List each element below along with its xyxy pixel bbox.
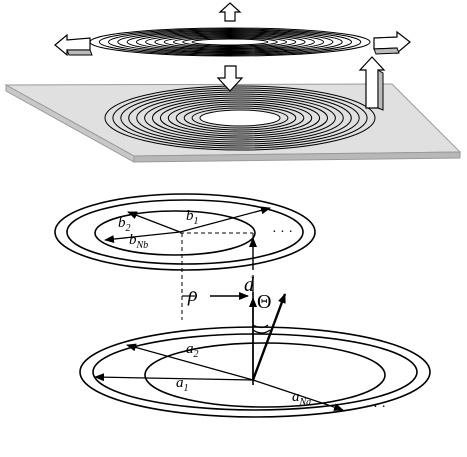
coil-turn	[120, 89, 360, 147]
coil-turn	[112, 87, 368, 149]
normal-vector	[251, 293, 287, 381]
coil-turn	[175, 103, 305, 133]
b2-arrow	[127, 211, 181, 233]
down-arrow-icon	[216, 65, 244, 92]
label-bNb: bNb	[129, 232, 148, 251]
label-aNa: aNa	[292, 389, 311, 408]
bNb-arrow	[104, 231, 181, 244]
coil-turn	[152, 97, 328, 139]
guide-lines	[180, 232, 254, 320]
coil-turn	[126, 31, 334, 53]
upper-radius-arrows	[104, 206, 271, 244]
up-arrow-icon	[218, 2, 242, 22]
coil-turn	[159, 99, 321, 137]
label-theta: Θ	[257, 291, 271, 313]
coil-turn	[199, 109, 281, 127]
coil-turn	[128, 91, 352, 145]
coil-turn	[191, 38, 269, 46]
lift-arrow-icon	[358, 56, 386, 111]
label-b1: b1	[186, 208, 199, 227]
theta-arc-2	[252, 329, 271, 334]
left-arrow-icon	[54, 33, 93, 57]
right-arrow-icon	[373, 30, 411, 55]
dots-bottom: · · ·	[365, 400, 386, 415]
label-a2: a2	[186, 341, 199, 360]
coil-turn	[135, 32, 325, 52]
lower-coil	[79, 326, 431, 418]
coil-turn	[182, 37, 278, 47]
coil-turn	[144, 95, 336, 141]
label-d: d	[244, 274, 255, 296]
coil-turn	[136, 93, 344, 143]
dots-top: · · ·	[272, 225, 293, 240]
coil-turn	[98, 28, 362, 56]
planar-coil-on-plate	[104, 85, 376, 151]
coil-turn	[104, 85, 376, 151]
label-a1: a1	[176, 375, 189, 394]
upper-coil	[54, 193, 316, 271]
a1-arrow	[94, 373, 254, 382]
aNa-arrow	[252, 379, 344, 411]
label-b2: b2	[118, 215, 131, 234]
theta-arc	[252, 324, 269, 329]
coil-turn	[154, 34, 306, 50]
planar-coil-floating	[89, 27, 371, 57]
coil-turn	[145, 33, 315, 51]
coil-turn	[108, 29, 352, 55]
b1-arrow	[179, 206, 271, 233]
a2-arrow	[126, 343, 254, 381]
coil-turn	[117, 30, 343, 54]
lower-radius-arrows	[94, 343, 344, 411]
coil-turn	[191, 107, 289, 129]
coil-turn	[167, 101, 313, 135]
label-rho: ρ	[187, 284, 198, 306]
coil-turn	[173, 36, 287, 48]
coil-turn	[163, 35, 297, 49]
coil-turn	[183, 105, 297, 131]
